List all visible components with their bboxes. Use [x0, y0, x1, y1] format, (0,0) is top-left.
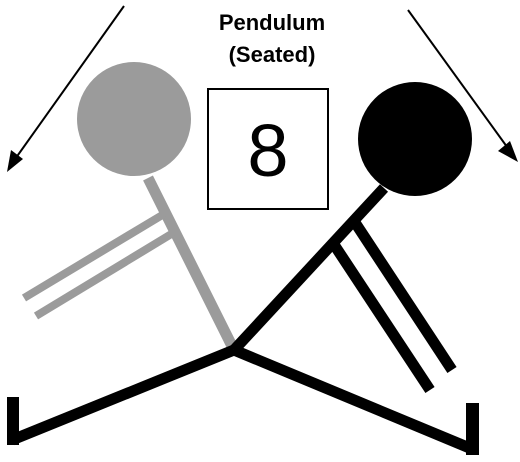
- ghost-figure: [21, 62, 239, 353]
- active-figure-leg-left: [9, 344, 237, 446]
- arrow-down-left-icon: [7, 5, 125, 172]
- arrow-down-right-icon: [407, 9, 518, 162]
- exercise-title-line2: (Seated): [229, 42, 316, 67]
- count-box-frame: [207, 88, 329, 210]
- active-figure-arm-right: [351, 220, 457, 374]
- ghost-figure-head: [77, 62, 191, 176]
- count-value: 8: [247, 109, 288, 192]
- ghost-figure-arm-lower: [33, 229, 176, 320]
- active-figure: [7, 82, 479, 455]
- active-figure-leg-right: [231, 344, 475, 455]
- exercise-title-line1: Pendulum: [219, 10, 325, 35]
- active-figure-foot-left: [7, 397, 19, 445]
- active-figure-head: [358, 82, 472, 196]
- active-figure-foot-right: [466, 403, 479, 455]
- active-figure-arm-left: [328, 239, 435, 394]
- count-box: 8: [207, 88, 329, 210]
- ghost-figure-arm-upper: [21, 210, 167, 302]
- active-figure-torso: [229, 184, 389, 354]
- ghost-figure-torso: [143, 175, 239, 353]
